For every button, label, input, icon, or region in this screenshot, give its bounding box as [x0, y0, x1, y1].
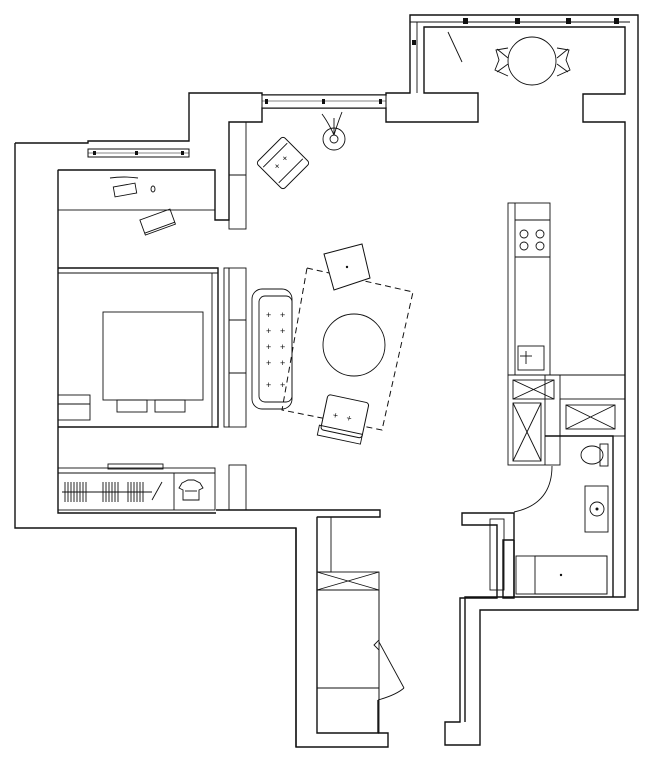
- pillow-left: [116, 399, 148, 413]
- svg-text:+: +: [272, 161, 283, 172]
- rug: [281, 267, 414, 431]
- desk-chair: [139, 208, 177, 236]
- svg-text:+: +: [266, 380, 271, 390]
- desk: [57, 169, 216, 211]
- svg-text:+: +: [280, 342, 285, 352]
- entry-door: [378, 641, 405, 689]
- chair-left: [494, 47, 509, 77]
- pillow-right: [154, 399, 186, 413]
- svg-text:+: +: [266, 310, 271, 320]
- svg-text:+: +: [280, 310, 285, 320]
- svg-text:+: +: [346, 413, 353, 424]
- svg-text:+: +: [280, 326, 285, 336]
- sofa: [251, 288, 293, 410]
- svg-text:+: +: [279, 153, 290, 164]
- armchair: + +: [256, 136, 310, 190]
- kitchen-sink: [517, 345, 545, 371]
- windows: [87, 15, 630, 158]
- bedroom: [57, 169, 219, 511]
- coffee-table: [322, 313, 386, 377]
- shirt-icon: [178, 479, 204, 501]
- nightstand: [57, 394, 91, 421]
- bathroom: [513, 398, 626, 597]
- svg-text:+: +: [266, 342, 271, 352]
- svg-text:+: +: [280, 380, 285, 390]
- living-area: + + ++ ++ ++ ++ ++ + +: [251, 111, 414, 445]
- bathroom-door: [513, 465, 553, 513]
- balcony-dining: [494, 36, 571, 86]
- dining-table: [507, 36, 557, 86]
- bed: [102, 311, 204, 401]
- svg-text:+: +: [266, 326, 271, 336]
- entry-hall: [316, 516, 505, 734]
- wardrobe: [57, 467, 216, 511]
- svg-text:+: +: [266, 358, 271, 368]
- svg-text:+: +: [280, 358, 285, 368]
- washbasin: [584, 485, 609, 533]
- svg-text:+: +: [332, 410, 339, 421]
- laptop: [112, 182, 138, 198]
- burner: [519, 229, 529, 239]
- toilet: [580, 445, 604, 465]
- fridge: [507, 374, 561, 466]
- hangers: [62, 481, 163, 502]
- kitchen: [507, 202, 625, 466]
- chair-right: [556, 47, 571, 77]
- wall-cabinets: [223, 121, 247, 511]
- lounge-chair: + +: [316, 394, 370, 445]
